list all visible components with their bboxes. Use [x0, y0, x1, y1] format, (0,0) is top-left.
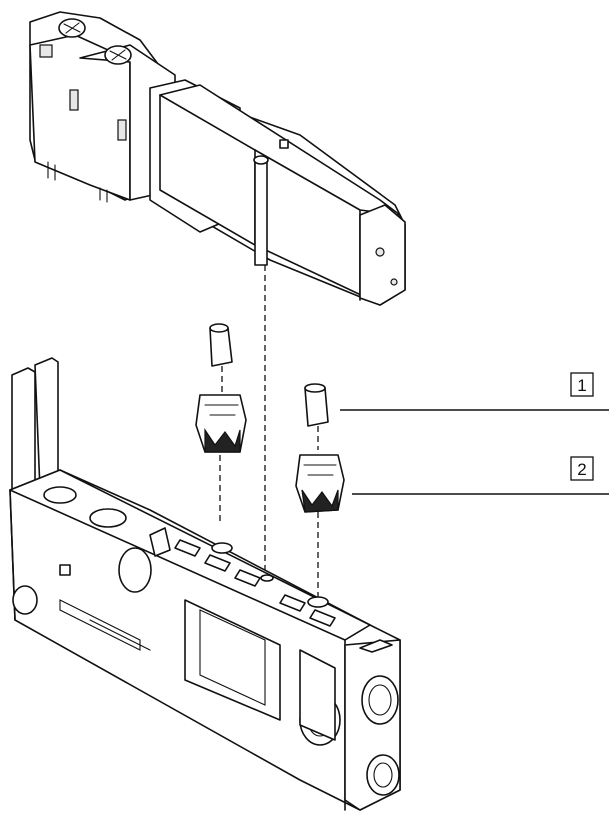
- callout-1-number: 1: [577, 376, 586, 395]
- callout-2: 2: [352, 456, 609, 495]
- solenoid-valve: [29, 11, 406, 306]
- left-seal-set: [195, 323, 247, 525]
- manifold-sub-base: [9, 357, 401, 811]
- callout-2-box: [570, 456, 594, 481]
- part-1-seal-insert: [304, 383, 329, 450]
- part-2-clip: [295, 454, 345, 600]
- callout-1: 1: [340, 372, 609, 411]
- callout-1-box: [570, 372, 594, 397]
- callout-2-number: 2: [577, 460, 586, 479]
